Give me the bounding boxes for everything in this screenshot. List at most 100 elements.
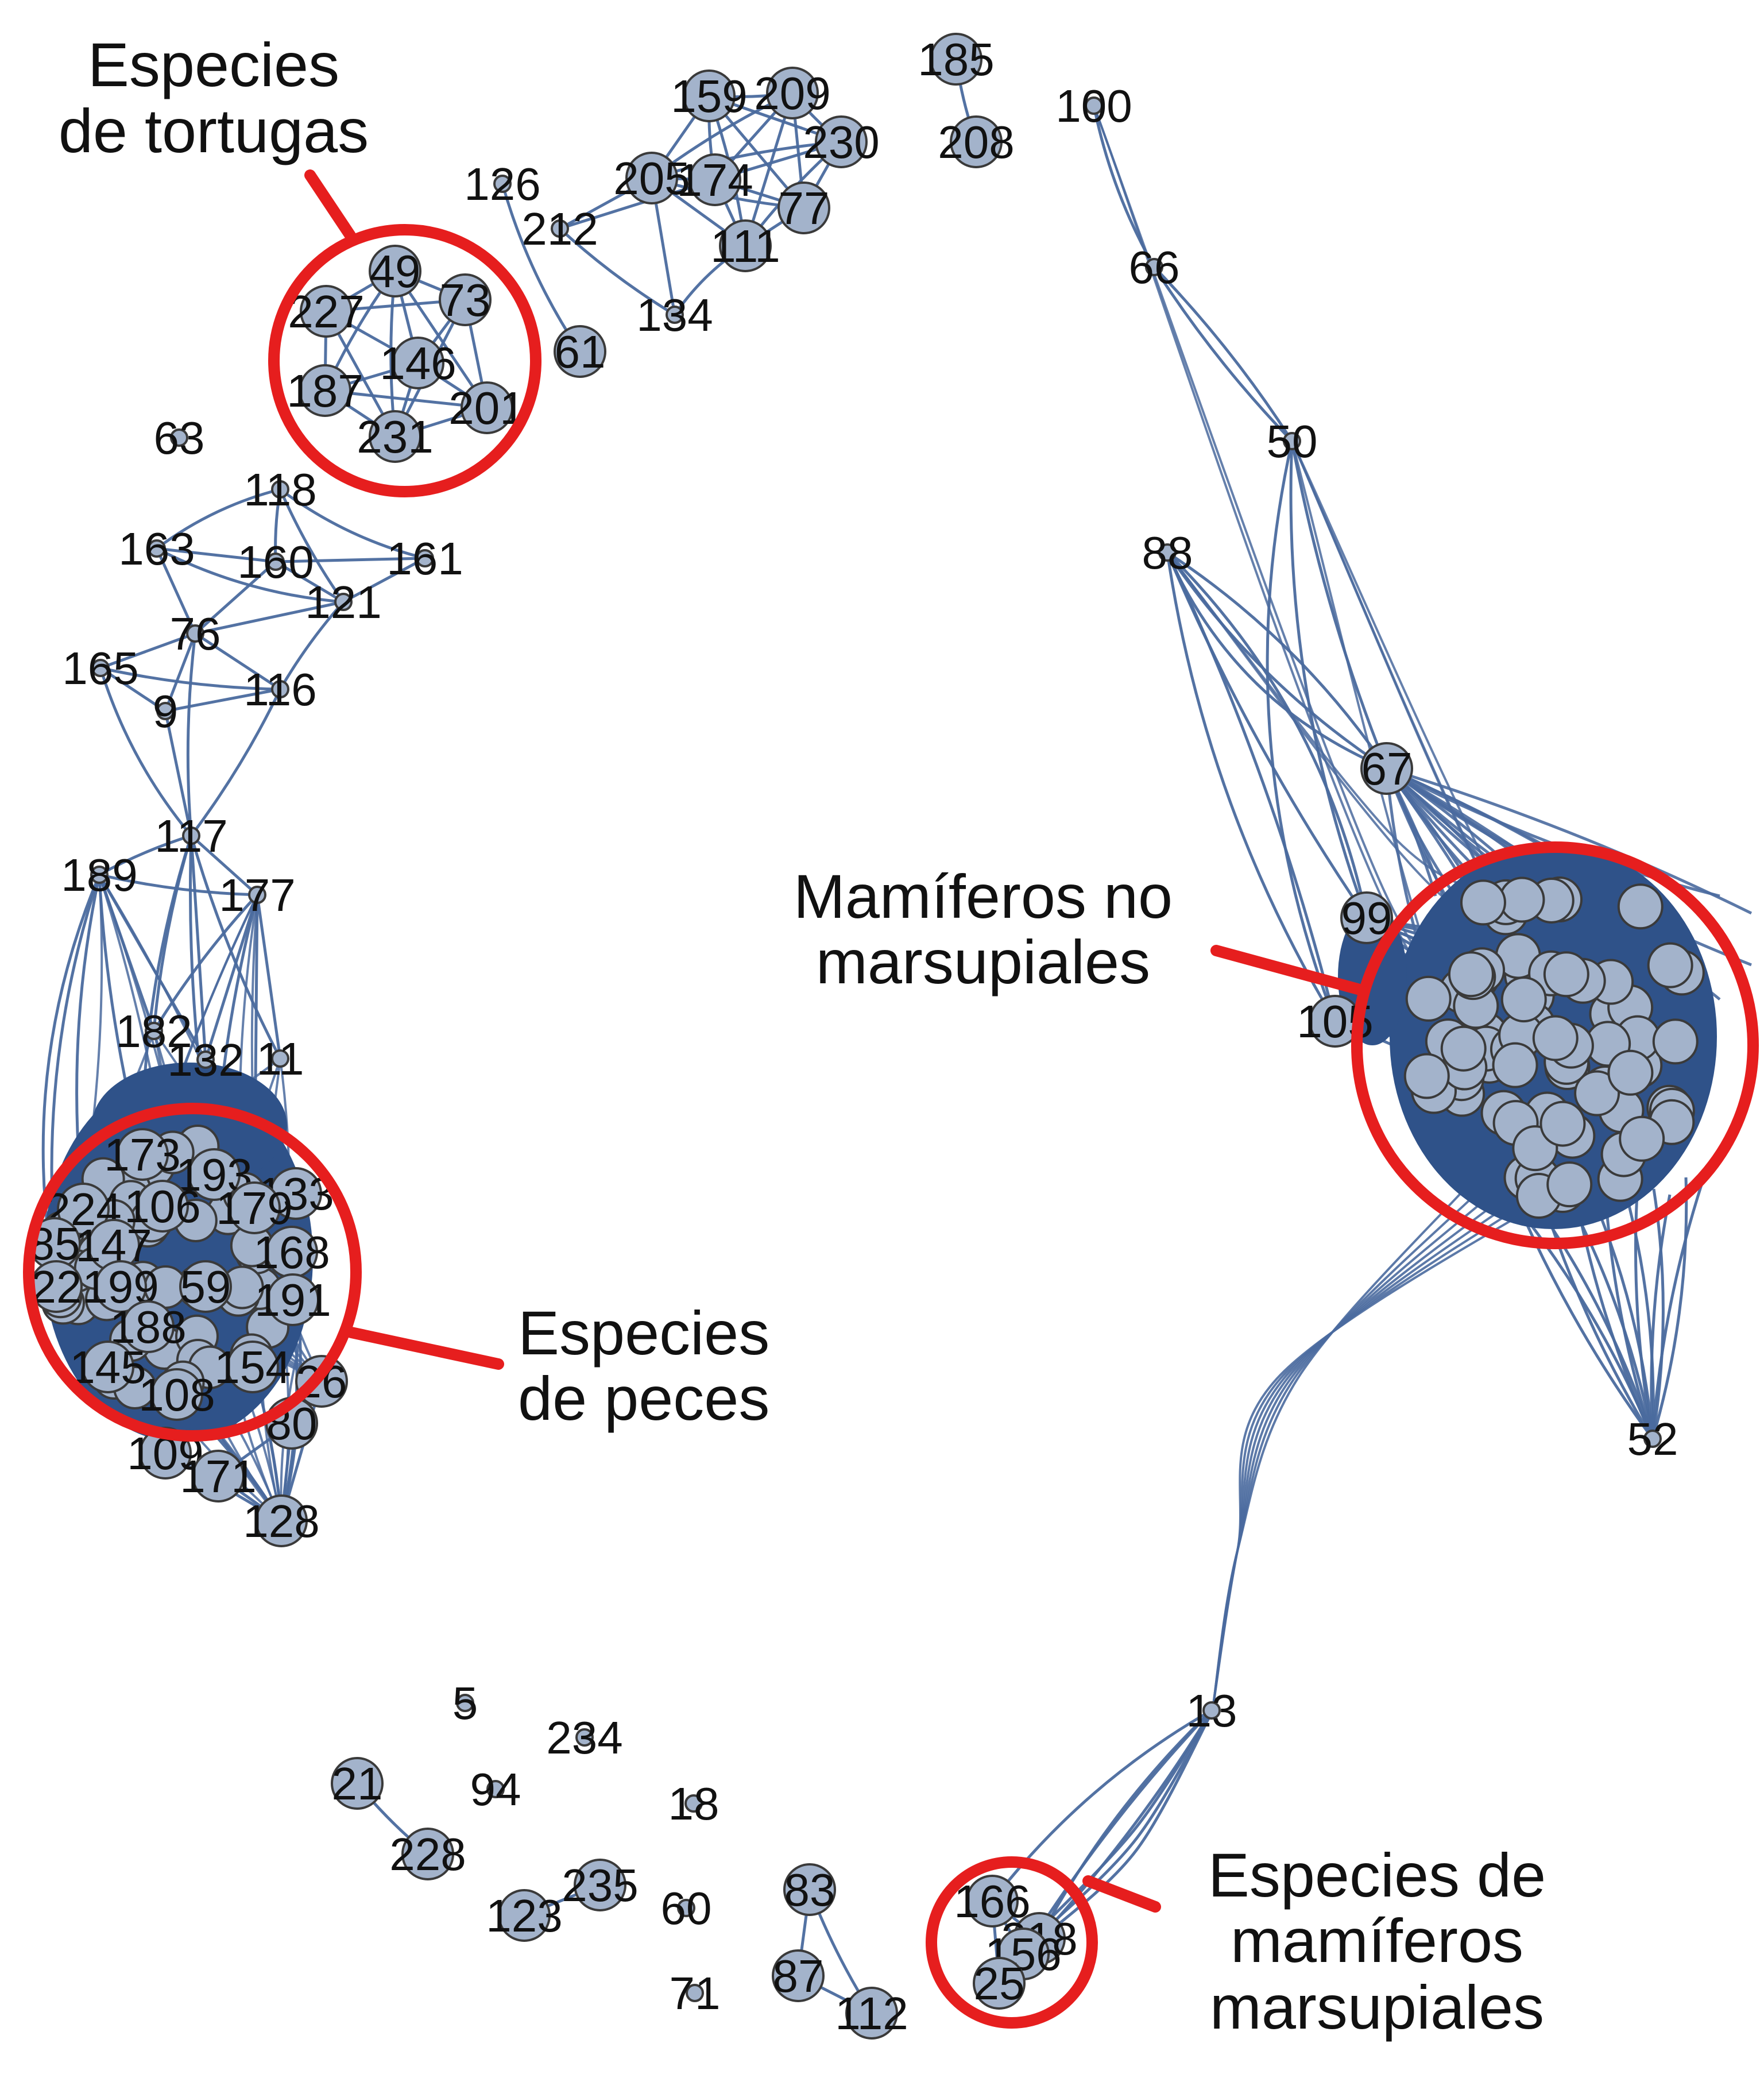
node-label-5: 5 bbox=[452, 1678, 478, 1729]
node-163: 163 bbox=[118, 523, 195, 574]
edge-160-76-58 bbox=[194, 561, 277, 635]
nonmarsupial-pointer-line bbox=[1210, 945, 1365, 995]
nonmarsupial-member-node bbox=[1647, 942, 1693, 988]
node-161: 161 bbox=[386, 533, 463, 584]
node-111: 111 bbox=[710, 219, 780, 272]
edge-76-9-64 bbox=[164, 633, 197, 712]
node-191: 191 bbox=[254, 1273, 331, 1326]
edge-160-161-57 bbox=[275, 557, 425, 563]
node-label-59: 59 bbox=[180, 1261, 231, 1312]
node-13: 13 bbox=[1186, 1685, 1237, 1736]
node-label-87: 87 bbox=[773, 1950, 824, 2002]
nonmarsupial-member-node bbox=[1539, 1100, 1586, 1147]
nonmarsupial-member-node bbox=[1543, 951, 1589, 998]
node-label-209: 209 bbox=[754, 68, 830, 119]
node-21: 21 bbox=[331, 1757, 384, 1810]
node-circle-117 bbox=[182, 826, 200, 845]
node-50: 50 bbox=[1267, 416, 1318, 467]
node-circle-66 bbox=[1145, 258, 1163, 276]
node-label-112: 112 bbox=[835, 1988, 908, 2039]
node-circle-234 bbox=[575, 1728, 594, 1747]
node-label-177: 177 bbox=[219, 870, 295, 921]
node-label-182: 182 bbox=[115, 1006, 192, 1057]
node-label-123: 123 bbox=[486, 1890, 562, 1941]
node-circle-179 bbox=[228, 1181, 281, 1234]
edge-13-cluster-3 bbox=[1212, 1182, 1523, 1709]
node-circle-11 bbox=[271, 1049, 289, 1068]
node-label-121: 121 bbox=[305, 577, 381, 628]
node-circle-230 bbox=[815, 115, 868, 168]
edge-66-50-2 bbox=[1152, 266, 1293, 442]
fish-label-line1: Especies bbox=[518, 1298, 769, 1368]
node-label-161: 161 bbox=[386, 533, 463, 584]
node-171: 171 bbox=[180, 1450, 257, 1503]
edge-212-134-26 bbox=[559, 227, 676, 316]
node-circle-21 bbox=[331, 1757, 384, 1810]
node-118: 118 bbox=[243, 464, 317, 515]
node-187: 187 bbox=[287, 364, 363, 417]
node-label-234: 234 bbox=[546, 1712, 622, 1763]
node-circle-208 bbox=[950, 115, 1003, 168]
node-88: 88 bbox=[1142, 527, 1193, 578]
node-circle-5 bbox=[456, 1694, 474, 1712]
edge-163-76-55 bbox=[155, 547, 197, 635]
node-205: 205 bbox=[613, 152, 690, 204]
node-label-166: 166 bbox=[954, 1876, 1030, 1927]
node-circle-25 bbox=[973, 1957, 1026, 2010]
node-label-63: 63 bbox=[154, 412, 205, 464]
node-label-159: 159 bbox=[671, 71, 747, 122]
node-154: 154 bbox=[214, 1341, 291, 1393]
node-circle-112 bbox=[845, 1987, 898, 2040]
node-66: 66 bbox=[1129, 242, 1180, 293]
node-circle-83 bbox=[783, 1863, 836, 1916]
node-circle-100 bbox=[1085, 96, 1103, 115]
node-circle-199 bbox=[94, 1260, 147, 1313]
node-circle-108 bbox=[150, 1368, 203, 1421]
node-circle-235 bbox=[574, 1859, 626, 1911]
edge-52-cluster-10 bbox=[1651, 1188, 1665, 1439]
nonmarsupial-member-node bbox=[1499, 876, 1545, 923]
node-185: 185 bbox=[918, 33, 995, 86]
edge-165-116-68 bbox=[100, 666, 281, 691]
node-234: 234 bbox=[546, 1712, 622, 1763]
node-label-71: 71 bbox=[670, 1968, 721, 2019]
edge-50-67-109 bbox=[1290, 441, 1388, 769]
edge-117-132-77 bbox=[189, 835, 207, 1060]
node-168: 168 bbox=[253, 1226, 330, 1279]
edge-88-105-108 bbox=[1166, 551, 1337, 1022]
node-label-100: 100 bbox=[1055, 80, 1132, 132]
node-circle-145 bbox=[82, 1341, 134, 1393]
node-circle-123 bbox=[498, 1889, 551, 1942]
node-circle-187 bbox=[299, 364, 351, 417]
edge-88-105-107 bbox=[1166, 552, 1337, 1022]
node-235: 235 bbox=[562, 1859, 639, 1911]
edge-13-cluster-2 bbox=[1212, 1182, 1506, 1709]
node-83: 83 bbox=[783, 1863, 836, 1916]
node-circle-77 bbox=[777, 181, 830, 234]
node-9: 9 bbox=[153, 686, 179, 737]
node-label-187: 187 bbox=[287, 365, 363, 416]
edge-116-117-72 bbox=[190, 688, 282, 837]
edge-121-116-62 bbox=[278, 601, 345, 690]
node-circle-60 bbox=[677, 1899, 695, 1917]
node-173: 173 bbox=[104, 1128, 181, 1181]
edge-13-166-112 bbox=[991, 1709, 1213, 1902]
node-label-212: 212 bbox=[521, 203, 598, 254]
node-circle-94 bbox=[486, 1780, 505, 1798]
node-59: 59 bbox=[179, 1260, 232, 1313]
node-circle-88 bbox=[1158, 543, 1177, 562]
nonmarsupial-member-node bbox=[1617, 883, 1664, 930]
edge-9-116-69 bbox=[165, 687, 281, 713]
node-circle-193 bbox=[188, 1148, 241, 1201]
node-label-116: 116 bbox=[243, 664, 317, 715]
node-label-174: 174 bbox=[676, 155, 753, 206]
node-label-134: 134 bbox=[636, 289, 713, 341]
marsupial-pointer-line bbox=[1082, 1875, 1161, 1913]
edge-9-117-71 bbox=[164, 710, 193, 836]
node-label-11: 11 bbox=[256, 1033, 304, 1084]
node-label-191: 191 bbox=[254, 1274, 331, 1326]
edge-118-121-53 bbox=[278, 488, 345, 603]
node-label-154: 154 bbox=[214, 1342, 291, 1393]
node-circle-227 bbox=[300, 285, 353, 338]
